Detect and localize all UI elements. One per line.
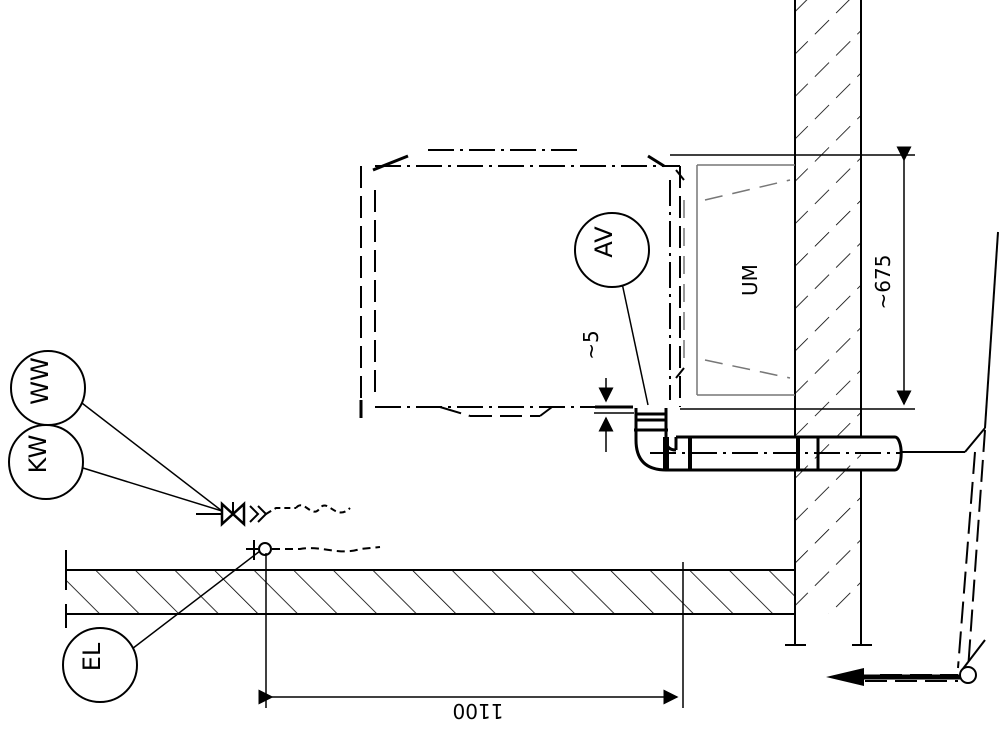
- dimension-gap: ~5: [579, 330, 634, 452]
- callout-ww: WW: [10, 350, 223, 512]
- dimension-height-label: ~675: [871, 255, 895, 310]
- angle-valve-icon: [220, 501, 268, 527]
- external-drain: [826, 231, 999, 686]
- electrical-socket-icon: [246, 540, 381, 560]
- label-kw: KW: [24, 435, 52, 474]
- callout-av: AV: [574, 212, 650, 406]
- wall: [785, 0, 872, 646]
- dimension-width: 1100: [258, 553, 684, 723]
- callout-el: EL: [62, 550, 261, 703]
- label-ww: WW: [26, 357, 54, 404]
- dimension-gap-label: ~5: [579, 330, 603, 359]
- water-valve: [196, 501, 351, 527]
- drain-pipe: [634, 408, 903, 472]
- um-label: UM: [738, 264, 762, 296]
- label-av: AV: [590, 226, 618, 258]
- um-unit: UM: [683, 164, 795, 396]
- drain-outlet-icon: [959, 666, 977, 684]
- dimension-width-label: 1100: [453, 699, 504, 723]
- label-el: EL: [78, 642, 106, 671]
- drain-arrow-icon: [826, 668, 864, 686]
- dimension-height: ~675: [670, 146, 915, 410]
- appliance-outline: [359, 149, 685, 418]
- callout-kw: KW: [8, 424, 223, 512]
